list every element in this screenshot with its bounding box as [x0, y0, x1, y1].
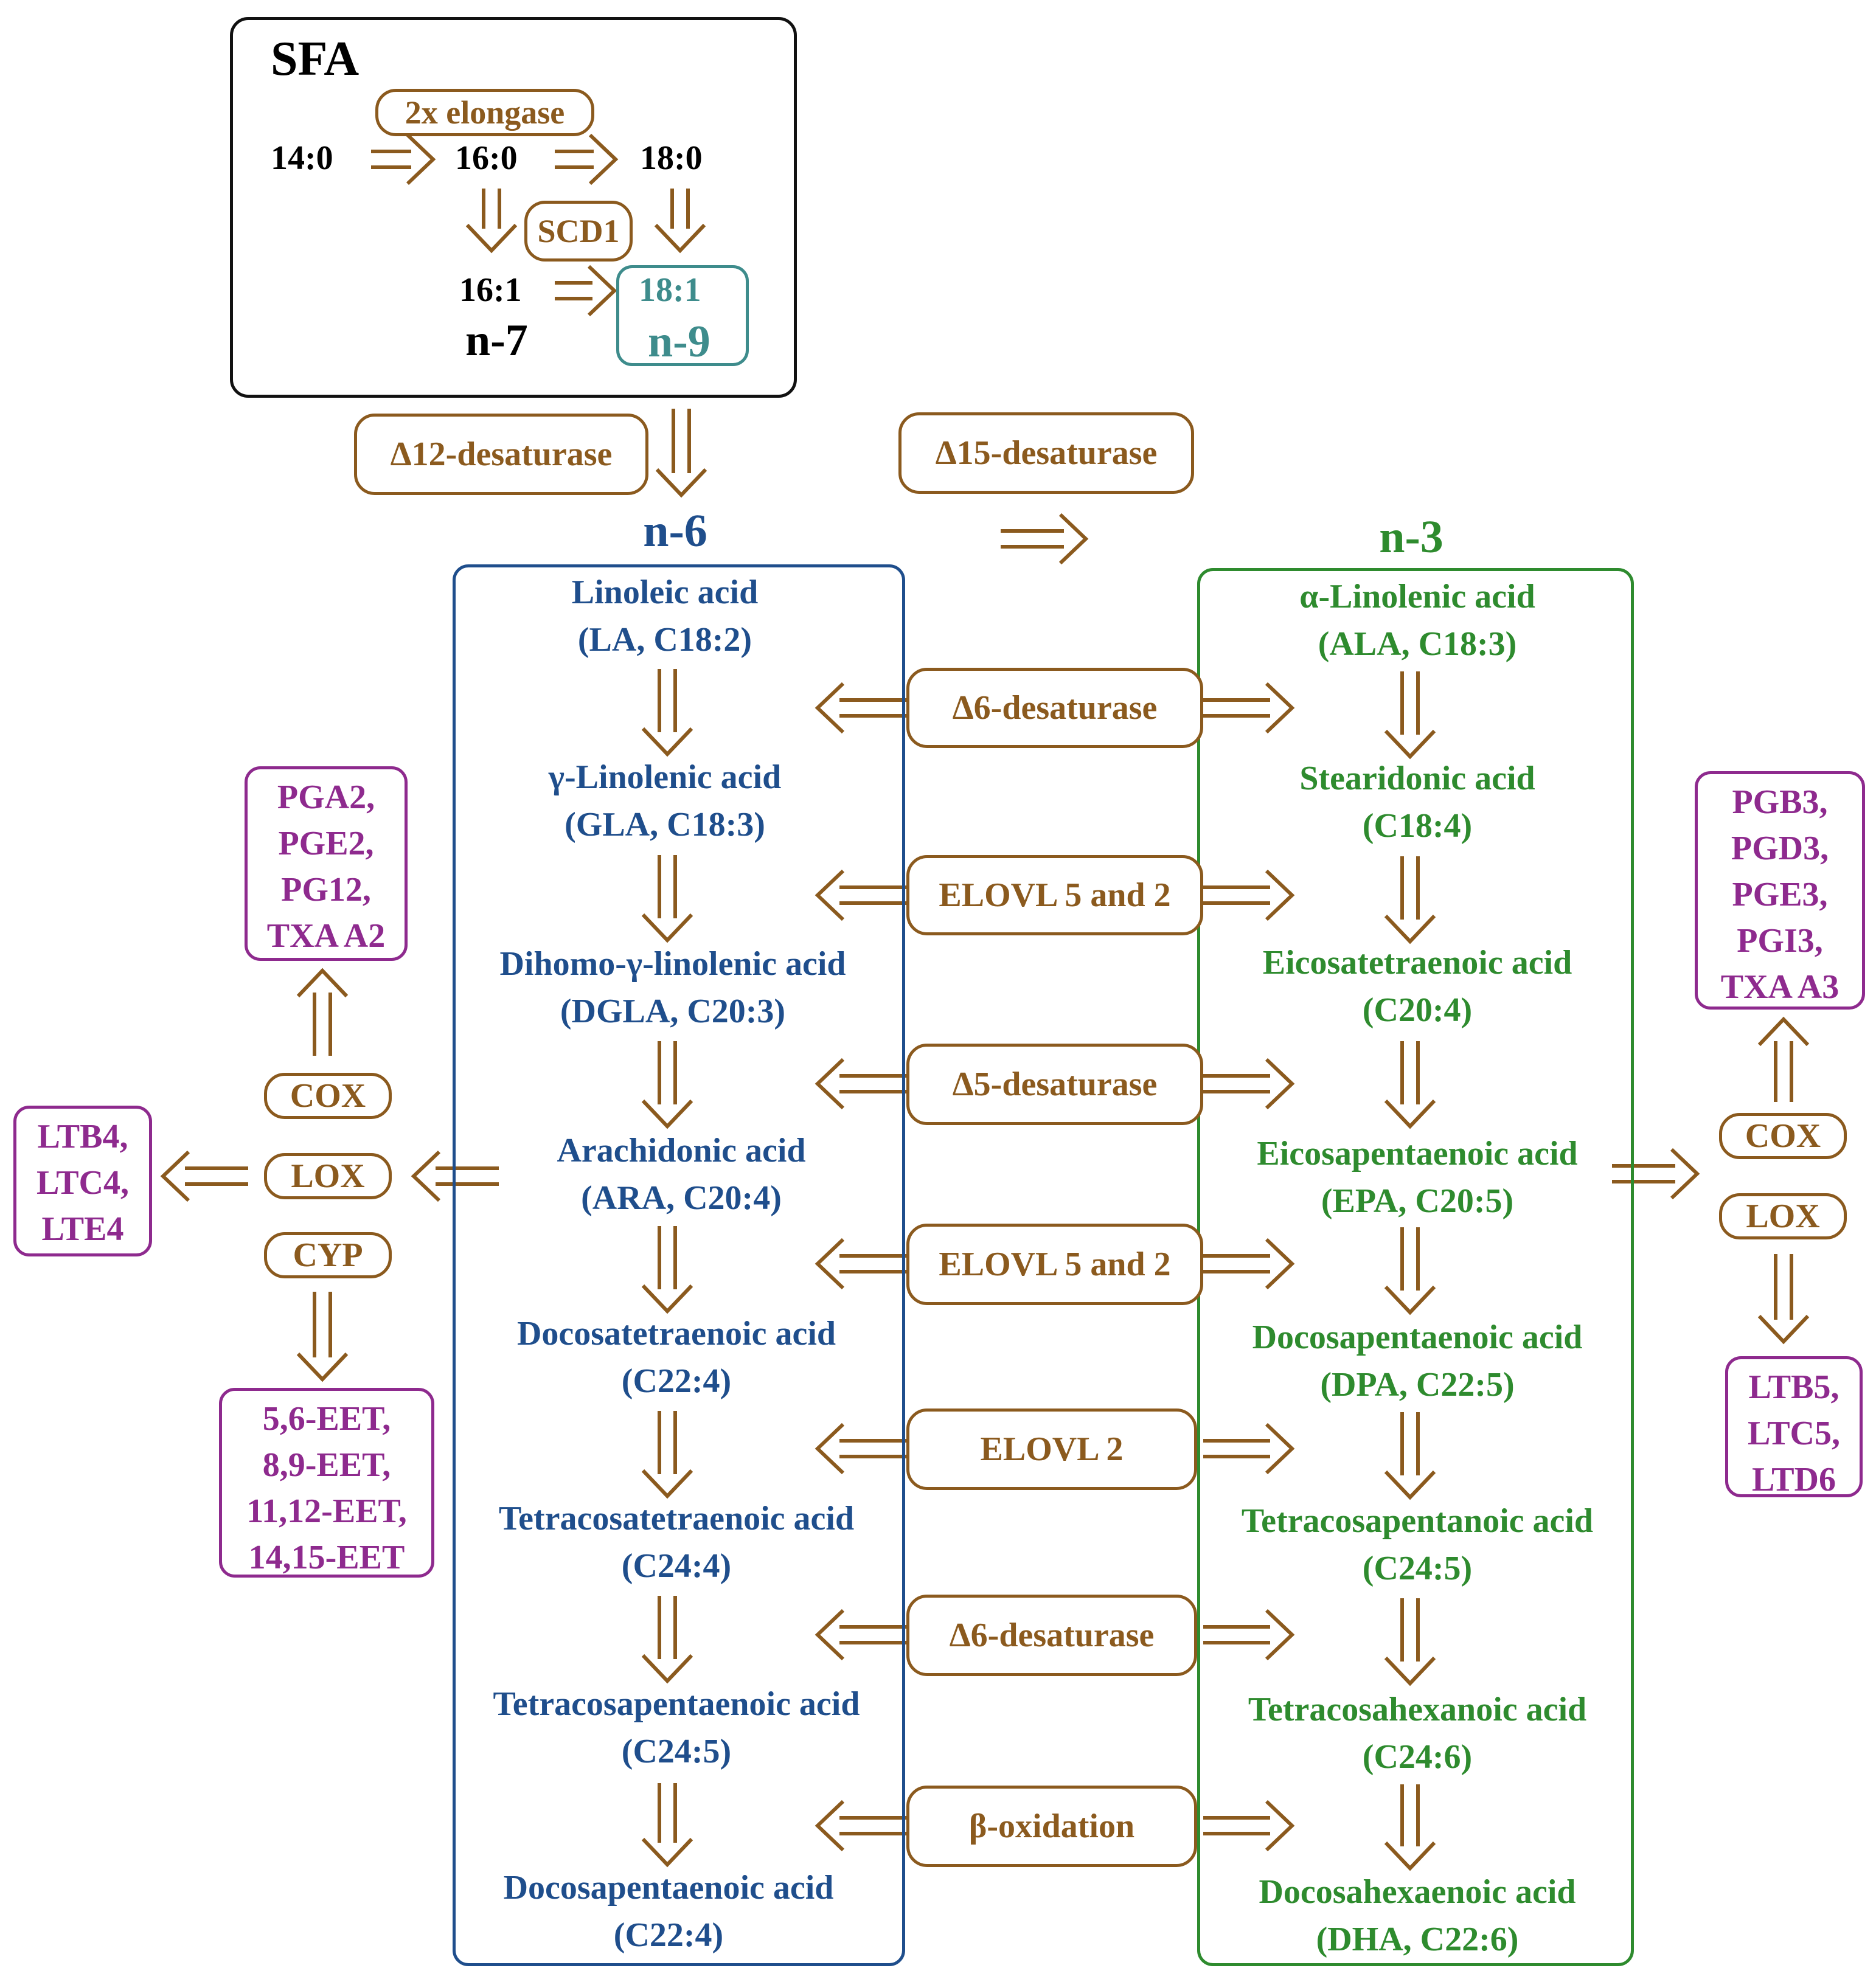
- elongase-text: 2x elongase: [405, 94, 565, 131]
- right-lox-label: LOX: [1719, 1193, 1847, 1239]
- sfa-title: SFA: [271, 32, 360, 86]
- n3-acid-3: Eicosapentaenoic acid (EPA, C20:5): [1257, 1135, 1578, 1220]
- c18-1-label: 18:1: [639, 271, 701, 309]
- n3-down-arrow-2: [1384, 1099, 1436, 1129]
- n6-box: [453, 564, 905, 1966]
- n6-acid-2: Dihomo-γ-linolenic acid (DGLA, C20:3): [499, 945, 846, 1030]
- right-leukotrienes-box: LTB5, LTC5, LTD6: [1725, 1356, 1863, 1499]
- n6-down-arrow-4: [641, 1469, 693, 1499]
- n6-down-arrow-6: [641, 1837, 693, 1868]
- left-eets-box: 5,6-EET, 8,9-EET, 11,12-EET, 14,15-EET: [219, 1388, 434, 1578]
- arrow-lox-to-lt: [160, 1150, 190, 1202]
- n3-down-arrow-0: [1384, 729, 1436, 760]
- n3-down-arrow-4: [1384, 1470, 1436, 1500]
- c16-1-label: 16:1: [459, 271, 522, 309]
- mid-right-arrow-6: [1265, 1800, 1295, 1852]
- mid-right-arrow-0: [1265, 682, 1295, 734]
- arrow-cox-to-pg: [296, 968, 349, 998]
- d15-text: Δ15-desaturase: [935, 434, 1158, 472]
- n3-acid-1: Stearidonic acid (C18:4): [1299, 760, 1535, 845]
- arrow-16-1-to-18-1: [587, 265, 617, 317]
- arrow-d15: [1058, 513, 1089, 565]
- d15-desaturase-label: Δ15-desaturase: [898, 412, 1194, 494]
- left-prostaglandins-box: PGA2, PGE2, PG12, TXA A2: [245, 766, 408, 961]
- mid-left-arrow-4: [815, 1422, 845, 1475]
- mid-left-arrow-5: [815, 1609, 845, 1661]
- n6-acid-5: Tetracosatetraenoic acid (C24:4): [498, 1500, 855, 1585]
- n9-label: n-9: [648, 317, 710, 367]
- right-prostaglandins-box: PGB3, PGD3, PGE3, PGI3, TXA A3: [1695, 771, 1865, 1010]
- n6-down-arrow-0: [641, 727, 693, 757]
- n3-acid-2: Eicosatetraenoic acid (C20:4): [1262, 944, 1572, 1029]
- n6-acid-3: Arachidonic acid (ARA, C20:4): [557, 1132, 806, 1217]
- n6-acid-1: γ-Linolenic acid (GLA, C18:3): [548, 758, 782, 844]
- middle-enzyme-6: β-oxidation: [906, 1786, 1197, 1867]
- d12-desaturase-label: Δ12-desaturase: [354, 414, 648, 495]
- n3-acid-0: α-Linolenic acid (ALA, C18:3): [1299, 578, 1535, 663]
- right-cox-label: COX: [1719, 1113, 1847, 1159]
- n3-acid-4: Docosapentaenoic acid (DPA, C22:5): [1252, 1318, 1583, 1404]
- middle-enzyme-2: Δ5-desaturase: [906, 1044, 1203, 1125]
- middle-enzyme-4: ELOVL 2: [906, 1409, 1197, 1490]
- arrow-16-to-16-1: [465, 223, 518, 254]
- mid-right-arrow-2: [1265, 1058, 1295, 1110]
- d12-text: Δ12-desaturase: [390, 435, 613, 473]
- mid-right-arrow-3: [1265, 1238, 1295, 1290]
- arrow-epa-to-enzymes: [1670, 1148, 1700, 1200]
- mid-right-arrow-4: [1265, 1422, 1295, 1475]
- left-leukotrienes-box: LTB4, LTC4, LTE4: [13, 1106, 152, 1256]
- arrow-lox-to-lt5: [1757, 1314, 1810, 1345]
- n9-box: [616, 265, 749, 366]
- elongase-label: 2x elongase: [375, 89, 594, 136]
- middle-enzyme-5: Δ6-desaturase: [906, 1595, 1197, 1676]
- n6-down-arrow-5: [641, 1654, 693, 1684]
- left-cox-label: COX: [264, 1073, 392, 1119]
- n3-acid-6: Tetracosahexanoic acid (C24:6): [1248, 1691, 1587, 1776]
- n6-down-arrow-3: [641, 1284, 693, 1314]
- n3-down-arrow-6: [1384, 1841, 1436, 1871]
- n3-down-arrow-1: [1384, 914, 1436, 944]
- n6-acid-4: Docosatetraenoic acid (C22:4): [516, 1315, 836, 1400]
- c18-label: 18:0: [640, 139, 703, 177]
- n7-label: n-7: [465, 316, 528, 366]
- left-lox-label: LOX: [264, 1153, 392, 1199]
- middle-enzyme-3: ELOVL 5 and 2: [906, 1224, 1203, 1305]
- arrow-d12: [655, 468, 707, 498]
- arrow-cyp-to-eet: [296, 1352, 349, 1382]
- sfa-box: [230, 17, 797, 398]
- n6-acid-7: Docosapentaenoic acid (C22:4): [503, 1869, 834, 1954]
- mid-left-arrow-2: [815, 1058, 845, 1110]
- left-cyp-label: CYP: [264, 1232, 392, 1278]
- c16-label: 16:0: [455, 139, 518, 177]
- arrow-18-to-18-1: [654, 223, 706, 254]
- mid-left-arrow-3: [815, 1238, 845, 1290]
- n6-acid-0: Linoleic acid (LA, C18:2): [571, 573, 759, 659]
- mid-left-arrow-0: [815, 682, 845, 734]
- n6-title: n-6: [643, 505, 707, 556]
- mid-left-arrow-1: [815, 869, 845, 921]
- arrow-ara-to-lox: [411, 1150, 441, 1202]
- n3-title: n-3: [1379, 511, 1443, 563]
- n6-down-arrow-1: [641, 913, 693, 943]
- n3-acid-7: Docosahexaenoic acid (DHA, C22:6): [1259, 1873, 1576, 1958]
- arrow-cox-to-pg3: [1757, 1016, 1810, 1047]
- c14-label: 14:0: [271, 139, 333, 177]
- mid-right-arrow-1: [1265, 869, 1295, 921]
- middle-enzyme-0: Δ6-desaturase: [906, 668, 1203, 748]
- scd1-label: SCD1: [524, 201, 633, 262]
- n3-down-arrow-5: [1384, 1656, 1436, 1686]
- mid-right-arrow-5: [1265, 1609, 1295, 1661]
- n6-down-arrow-2: [641, 1099, 693, 1129]
- n3-acid-5: Tetracosapentanoic acid (C24:5): [1241, 1502, 1594, 1587]
- n3-down-arrow-3: [1384, 1285, 1436, 1315]
- mid-left-arrow-6: [815, 1800, 845, 1852]
- arrow-16-to-18: [588, 133, 619, 185]
- middle-enzyme-1: ELOVL 5 and 2: [906, 855, 1203, 935]
- scd1-text: SCD1: [537, 213, 620, 249]
- n6-acid-6: Tetracosapentaenoic acid (C24:5): [493, 1685, 860, 1770]
- arrow-14-to-16: [406, 133, 436, 185]
